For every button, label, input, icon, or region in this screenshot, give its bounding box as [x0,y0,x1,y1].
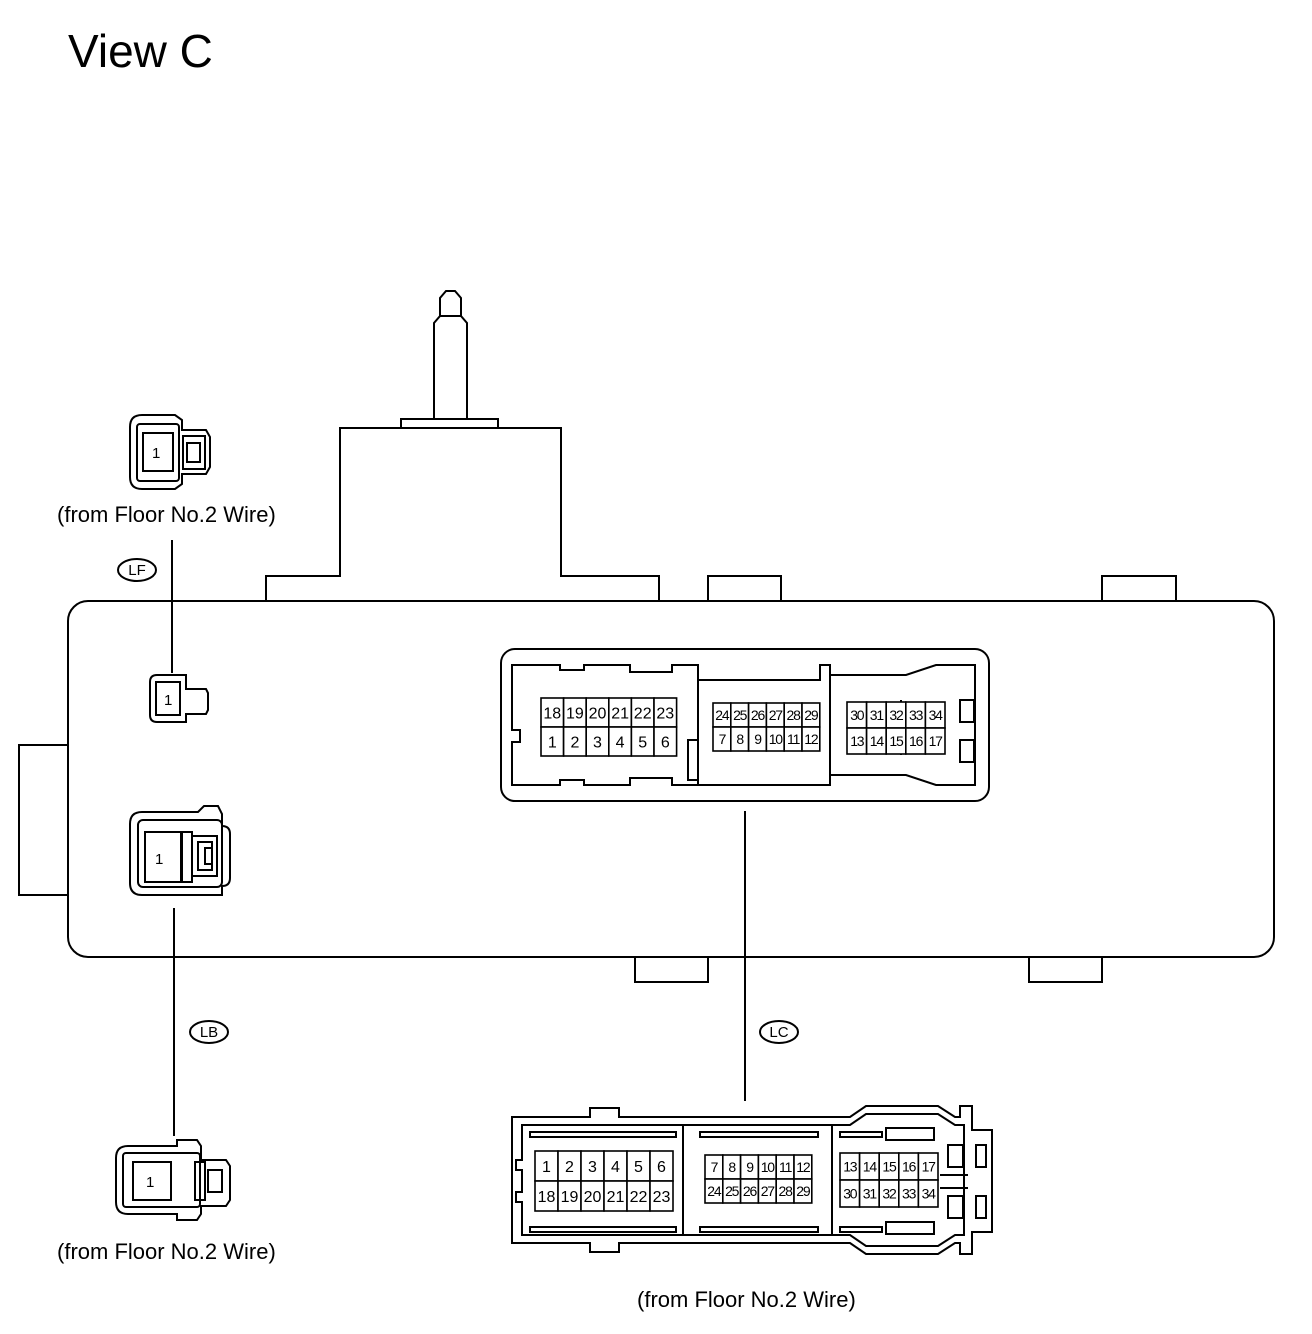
lb-mounted-pin-1: 1 [155,851,163,868]
lf-source-caption: (from Floor No.2 Wire) [57,502,276,527]
lc-mounted-pin-label: 5 [638,734,647,751]
lc-mounted-pin-label: 9 [754,731,762,747]
lc-connector-mounted [500,648,990,802]
lc-mounted-pin-label: 14 [870,733,885,749]
lc-mounted-cavity-6 [653,726,678,757]
lc-detached-pin-label: 6 [657,1159,666,1176]
lc-detached-pin-label: 14 [863,1159,878,1175]
lc-detached-pin-label: 27 [761,1183,776,1199]
lc-detached-pin-label: 11 [779,1159,793,1175]
lc-detached-pin-label: 15 [882,1159,897,1175]
lc-detached-pin-label: 3 [588,1159,597,1176]
lb-tag-badge [189,1020,229,1044]
lc-detached-pin-label: 21 [607,1189,625,1206]
lb-tag: LB [200,1024,218,1041]
lc-mounted-pin-label: 31 [870,707,885,723]
lc-mounted-cavity-17 [924,727,946,755]
lb-detached-pin-1: 1 [146,1174,154,1191]
lc-mounted-pin-label: 19 [566,705,584,722]
lc-detached-pin-label: 8 [728,1159,736,1175]
lc-detached-pin-label: 1 [542,1159,551,1176]
lc-detached-pin-label: 26 [743,1183,758,1199]
lc-detached-pin-label: 22 [630,1189,648,1206]
lc-mounted-pin-label: 3 [593,734,602,751]
lc-detached-pin-label: 25 [725,1183,740,1199]
lf-connector-detached [129,414,211,490]
lc-mounted-pin-label: 21 [611,705,629,722]
lc-detached-pin-label: 9 [746,1159,754,1175]
lc-detached-pin-label: 17 [922,1159,937,1175]
lc-detached-cavity-34 [917,1179,939,1208]
lc-detached-pin-label: 7 [711,1159,719,1175]
lc-mounted-pin-label: 7 [719,731,727,747]
lc-mounted-pin-label: 22 [634,705,652,722]
lc-mounted-pin-label: 29 [804,707,819,723]
lc-detached-cavity-23 [649,1180,674,1212]
lc-mounted-pin-label: 16 [909,733,924,749]
lc-mounted-pin-label: 8 [736,731,744,747]
lf-tag-badge [117,558,157,582]
lc-mounted-pin-label: 30 [850,707,865,723]
lc-mounted-pin-label: 11 [787,731,801,747]
lc-source-caption: (from Floor No.2 Wire) [637,1287,856,1312]
lc-detached-pin-label: 30 [843,1186,858,1202]
lf-detached-pin-1: 1 [152,445,160,462]
lc-detached-pin-label: 16 [902,1159,917,1175]
lb-source-caption: (from Floor No.2 Wire) [57,1239,276,1264]
lc-detached-pin-label: 32 [882,1186,897,1202]
lc-mounted-pin-label: 2 [570,734,579,751]
lc-mounted-pin-label: 25 [733,707,748,723]
lc-detached-cavity-29 [793,1178,813,1204]
lc-detached-pin-label: 29 [796,1183,811,1199]
lc-detached-pin-label: 31 [863,1186,878,1202]
lc-mounted-pin-label: 33 [909,707,924,723]
lc-detached-pin-label: 34 [922,1186,937,1202]
lc-mounted-pin-label: 34 [929,707,944,723]
lc-detached-pin-label: 5 [634,1159,643,1176]
lc-tag: LC [769,1024,788,1041]
lf-mounted-pin-1: 1 [164,692,172,709]
view-title: View C [68,25,213,77]
lc-detached-pin-label: 13 [843,1159,858,1175]
lf-connector-mounted [149,674,209,723]
lc-connector-detached [511,1105,993,1255]
lc-mounted-pin-label: 1 [548,734,557,751]
lc-mounted-pin-label: 17 [929,733,944,749]
lc-detached-pin-label: 18 [538,1189,556,1206]
junction-block [18,290,1275,983]
lc-mounted-pin-label: 26 [751,707,766,723]
lc-mounted-pin-label: 32 [889,707,904,723]
lc-mounted-pin-label: 20 [589,705,607,722]
lc-detached-pin-label: 19 [561,1189,579,1206]
lc-detached-pin-label: 10 [761,1159,776,1175]
lc-mounted-pin-label: 15 [889,733,904,749]
lc-detached-pin-label: 24 [707,1183,722,1199]
lc-detached-pin-label: 2 [565,1159,574,1176]
lc-detached-pin-label: 20 [584,1189,602,1206]
lc-detached-pin-label: 23 [653,1189,671,1206]
lc-mounted-pin-label: 18 [543,705,561,722]
lc-detached-pin-label: 12 [796,1159,811,1175]
lc-mounted-pin-label: 12 [804,731,819,747]
lc-mounted-pin-label: 4 [616,734,625,751]
lb-connector-detached [115,1139,231,1221]
lc-detached-pin-label: 33 [902,1186,917,1202]
lc-mounted-cavity-12 [801,726,821,752]
lc-mounted-pin-label: 23 [656,705,674,722]
lc-mounted-pin-label: 27 [769,707,784,723]
lb-connector-mounted [129,805,231,896]
lc-mounted-pin-label: 10 [769,731,784,747]
lc-detached-pin-label: 28 [779,1183,794,1199]
lc-mounted-pin-label: 6 [661,734,670,751]
lc-mounted-pin-label: 28 [787,707,802,723]
lc-tag-badge [759,1020,799,1044]
lc-mounted-pin-label: 24 [715,707,730,723]
lf-tag: LF [128,562,146,579]
lc-detached-pin-label: 4 [611,1159,620,1176]
lc-mounted-pin-label: 13 [850,733,865,749]
